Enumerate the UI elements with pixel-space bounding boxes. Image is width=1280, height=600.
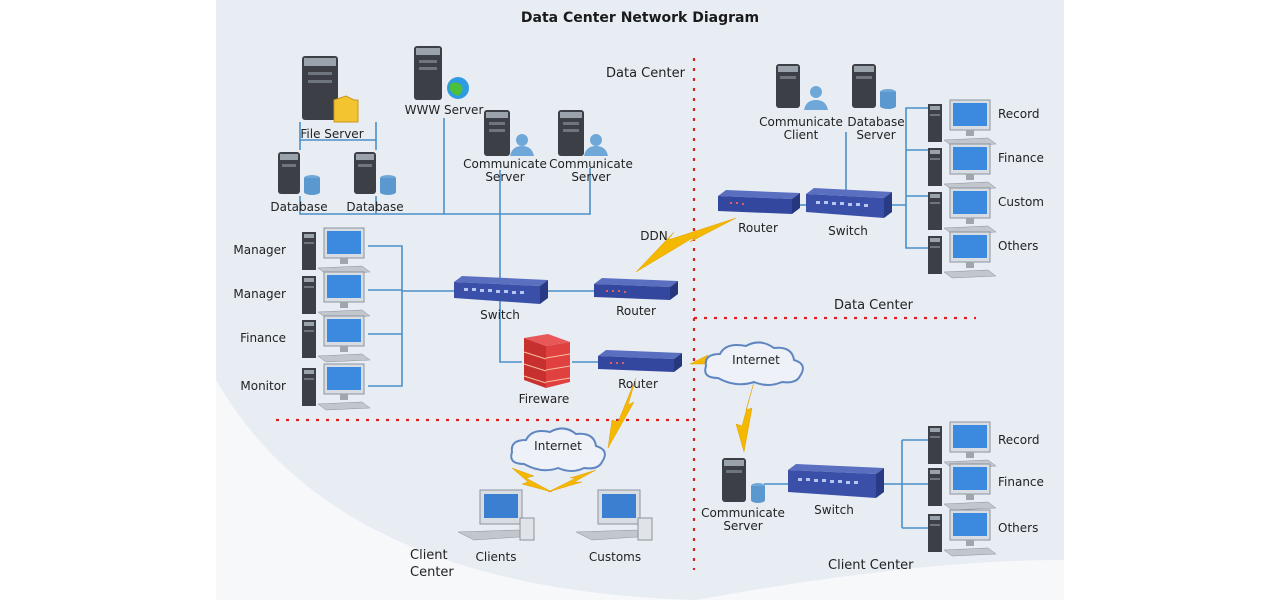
right-top-pc-2-icon — [928, 187, 997, 235]
right-bottom-pc-2-icon — [928, 509, 997, 557]
left-pc-1 — [302, 271, 372, 322]
internet-left-label: Internet — [534, 439, 582, 453]
diagram-title: Data Center Network Diagram — [520, 10, 760, 26]
switch-right-bottom-icon — [788, 464, 884, 498]
right-bottom-pc-0-label: Record — [998, 433, 1040, 447]
zone-label-data-center-left: Data Center — [606, 66, 685, 81]
router-1-label: Router — [616, 304, 656, 318]
zone-label-client-center-left-1: Client — [410, 548, 448, 563]
customs-computer-icon — [575, 489, 653, 541]
left-pc-2-label: Finance — [240, 331, 286, 345]
communicate-server-right-line2: Server — [723, 519, 763, 533]
communicate-client-label: Communicate Client — [756, 116, 846, 142]
switch-right-top-label: Switch — [828, 224, 868, 238]
router-1-icon — [594, 278, 678, 300]
communicate-server-1-icon — [484, 110, 534, 156]
communicate-server-2-line2: Server — [571, 170, 611, 184]
communicate-server-2-line1: Communicate — [549, 157, 633, 171]
right-bottom-pc-1 — [928, 463, 998, 514]
file-server-label: File Server — [300, 127, 364, 141]
diagram-canvas: Data Center Network Diagram — [216, 0, 1064, 600]
right-top-pc-1-label: Finance — [998, 151, 1044, 165]
zone-label-client-center-left-2: Center — [410, 565, 454, 580]
communicate-server-right-label: Communicate Server — [700, 507, 786, 533]
database-2-icon — [354, 152, 396, 195]
right-top-pc-3-icon — [928, 231, 997, 279]
left-pc-0-icon — [302, 227, 371, 275]
switch-left-label: Switch — [480, 308, 520, 322]
database-server-label: Database Server — [836, 116, 916, 142]
right-bottom-pc-0 — [928, 421, 998, 472]
clients-label: Clients — [475, 550, 517, 564]
internet-right-label: Internet — [732, 353, 780, 367]
firewall-icon — [523, 334, 571, 388]
communicate-server-1-line1: Communicate — [463, 157, 547, 171]
left-pc-1-icon — [302, 271, 371, 319]
right-top-pc-0-icon — [928, 99, 997, 147]
right-top-pc-1-icon — [928, 143, 997, 191]
right-top-pc-1 — [928, 143, 998, 194]
internet-cloud-right-icon — [704, 341, 804, 386]
router-right-label: Router — [738, 221, 778, 235]
right-top-pc-3 — [928, 231, 998, 282]
left-pc-3-label: Monitor — [240, 379, 286, 393]
file-server-icon — [302, 56, 359, 123]
left-pc-0-label: Manager — [233, 243, 286, 257]
customs-label: Customs — [588, 550, 642, 564]
switch-right-bottom-label: Switch — [814, 503, 854, 517]
right-bottom-pc-0-icon — [928, 421, 997, 469]
www-server-label: WWW Server — [404, 103, 484, 117]
router-2-label: Router — [618, 377, 658, 391]
database-server-icon — [852, 64, 896, 109]
router-2-icon — [598, 350, 682, 372]
communicate-server-1-label: Communicate Server — [462, 158, 548, 184]
zone-label-client-center-right: Client Center — [828, 558, 914, 573]
clients-computer-icon — [457, 489, 535, 541]
left-pc-1-label: Manager — [233, 287, 286, 301]
router-right-icon — [718, 190, 800, 214]
database-server-line1: Database — [847, 115, 905, 129]
switch-left-icon — [454, 276, 548, 304]
right-bottom-pc-1-icon — [928, 463, 997, 511]
switch-right-top-icon — [806, 188, 892, 218]
communicate-server-right-icon — [722, 458, 765, 503]
database-1-label: Database — [270, 200, 328, 214]
right-bottom-pc-1-label: Finance — [998, 475, 1044, 489]
zone-dividers — [276, 58, 976, 570]
communicate-server-2-icon — [558, 110, 608, 156]
left-pc-2-icon — [302, 315, 371, 363]
left-pc-3-icon — [302, 363, 371, 411]
ddn-label: DDN — [640, 229, 668, 243]
background-curve — [216, 380, 1064, 600]
database-1-icon — [278, 152, 320, 195]
communicate-client-line1: Communicate — [759, 115, 843, 129]
right-top-pc-0-label: Record — [998, 107, 1040, 121]
internet-cloud-left-icon — [510, 427, 606, 472]
left-pc-2 — [302, 315, 372, 366]
zone-label-data-center-right: Data Center — [834, 298, 913, 313]
communicate-server-1-line2: Server — [485, 170, 525, 184]
right-top-pc-2 — [928, 187, 998, 238]
communicate-server-2-label: Communicate Server — [548, 158, 634, 184]
database-server-line2: Server — [856, 128, 896, 142]
firewall-label: Fireware — [518, 392, 570, 406]
left-pc-0 — [302, 227, 372, 278]
communicate-client-icon — [776, 64, 828, 110]
right-bottom-pc-2-label: Others — [998, 521, 1039, 535]
left-pc-3 — [302, 363, 372, 414]
right-top-pc-0 — [928, 99, 998, 150]
right-bottom-pc-2 — [928, 509, 998, 560]
right-top-pc-2-label: Custom — [998, 195, 1044, 209]
right-top-pc-3-label: Others — [998, 239, 1039, 253]
communicate-client-line2: Client — [783, 128, 819, 142]
database-2-label: Database — [346, 200, 404, 214]
communicate-server-right-line1: Communicate — [701, 506, 785, 520]
www-server-icon — [414, 46, 469, 100]
